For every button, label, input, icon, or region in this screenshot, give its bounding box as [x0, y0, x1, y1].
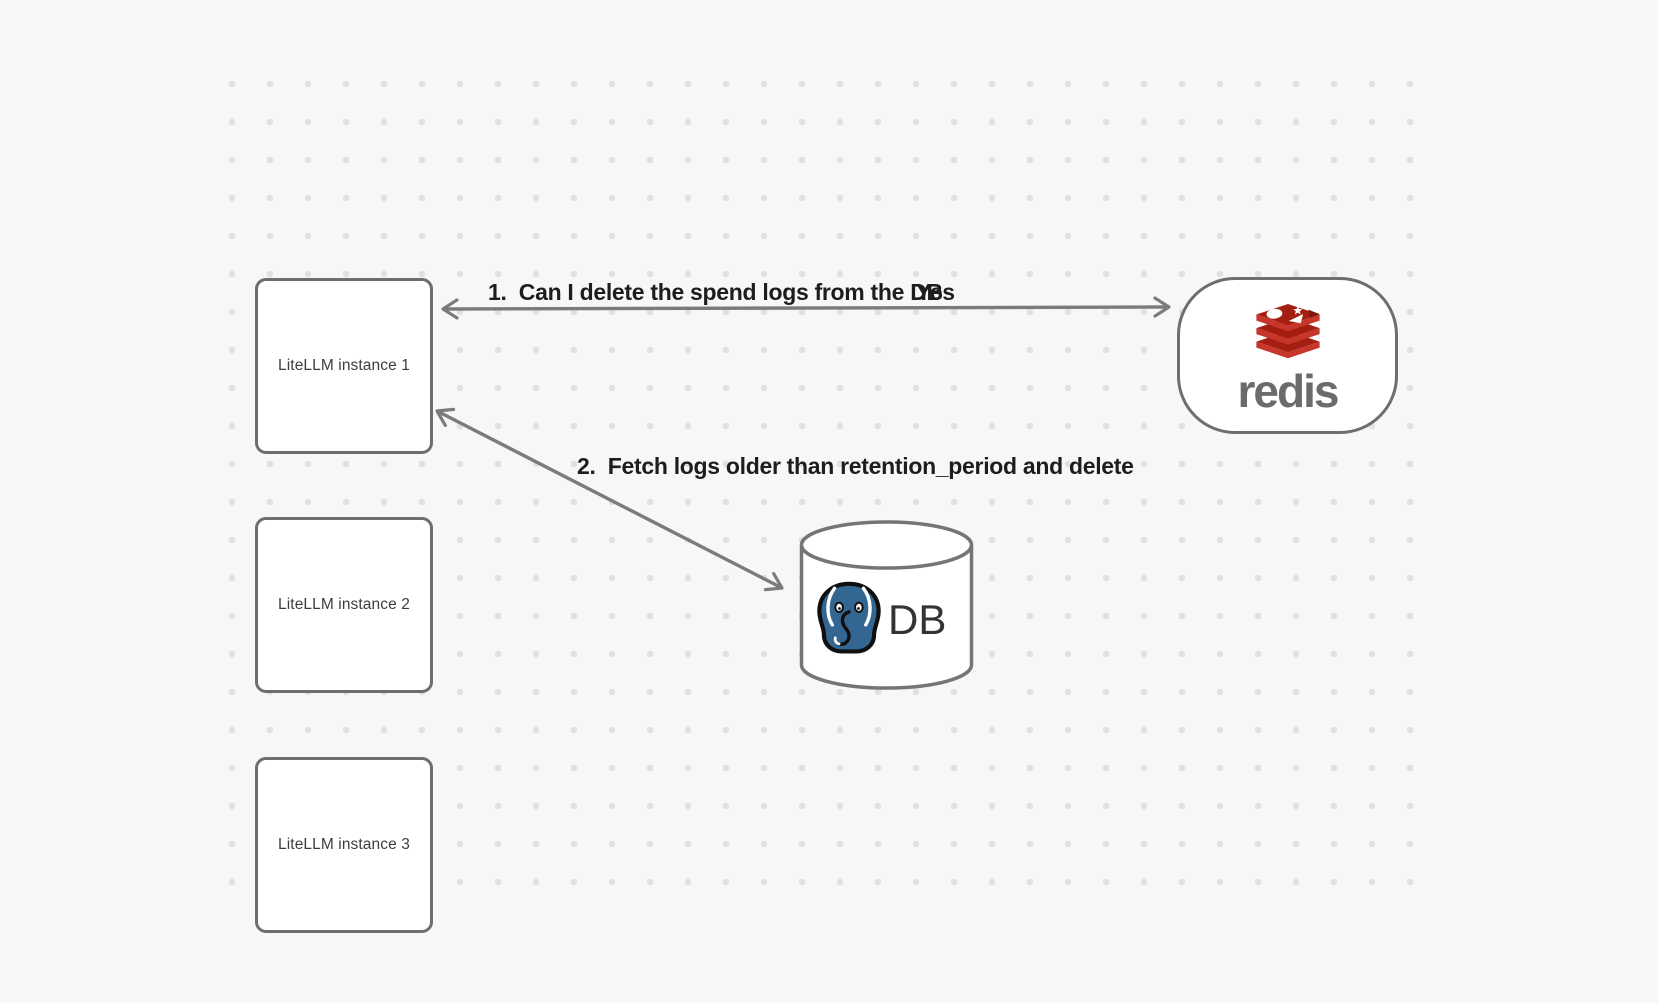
node-label: LiteLLM instance 3: [278, 836, 410, 853]
edge1-reply-label: Yes: [916, 279, 955, 305]
node-label: LiteLLM instance 1: [278, 357, 410, 374]
node-redis[interactable]: redis: [1177, 277, 1398, 434]
node-postgres-db[interactable]: DB: [799, 519, 974, 691]
postgresql-elephant-icon: [817, 581, 881, 654]
node-litellm-instance-1[interactable]: LiteLLM instance 1: [255, 278, 433, 454]
redis-wordmark: redis: [1237, 364, 1340, 417]
dot-grid: [214, 66, 1430, 892]
edge1-label: 1. Can I delete the spend logs from the …: [488, 279, 943, 305]
edge2-label: 2. Fetch logs older than retention_perio…: [577, 453, 1134, 479]
edge-instance1-redis[interactable]: [441, 296, 1171, 320]
node-litellm-instance-2[interactable]: LiteLLM instance 2: [255, 517, 433, 693]
db-label: DB: [888, 596, 947, 643]
node-label: LiteLLM instance 2: [278, 596, 410, 613]
edge-instance1-db[interactable]: [435, 407, 784, 592]
node-litellm-instance-3[interactable]: LiteLLM instance 3: [255, 757, 433, 933]
redis-logo-icon: [1255, 303, 1320, 358]
